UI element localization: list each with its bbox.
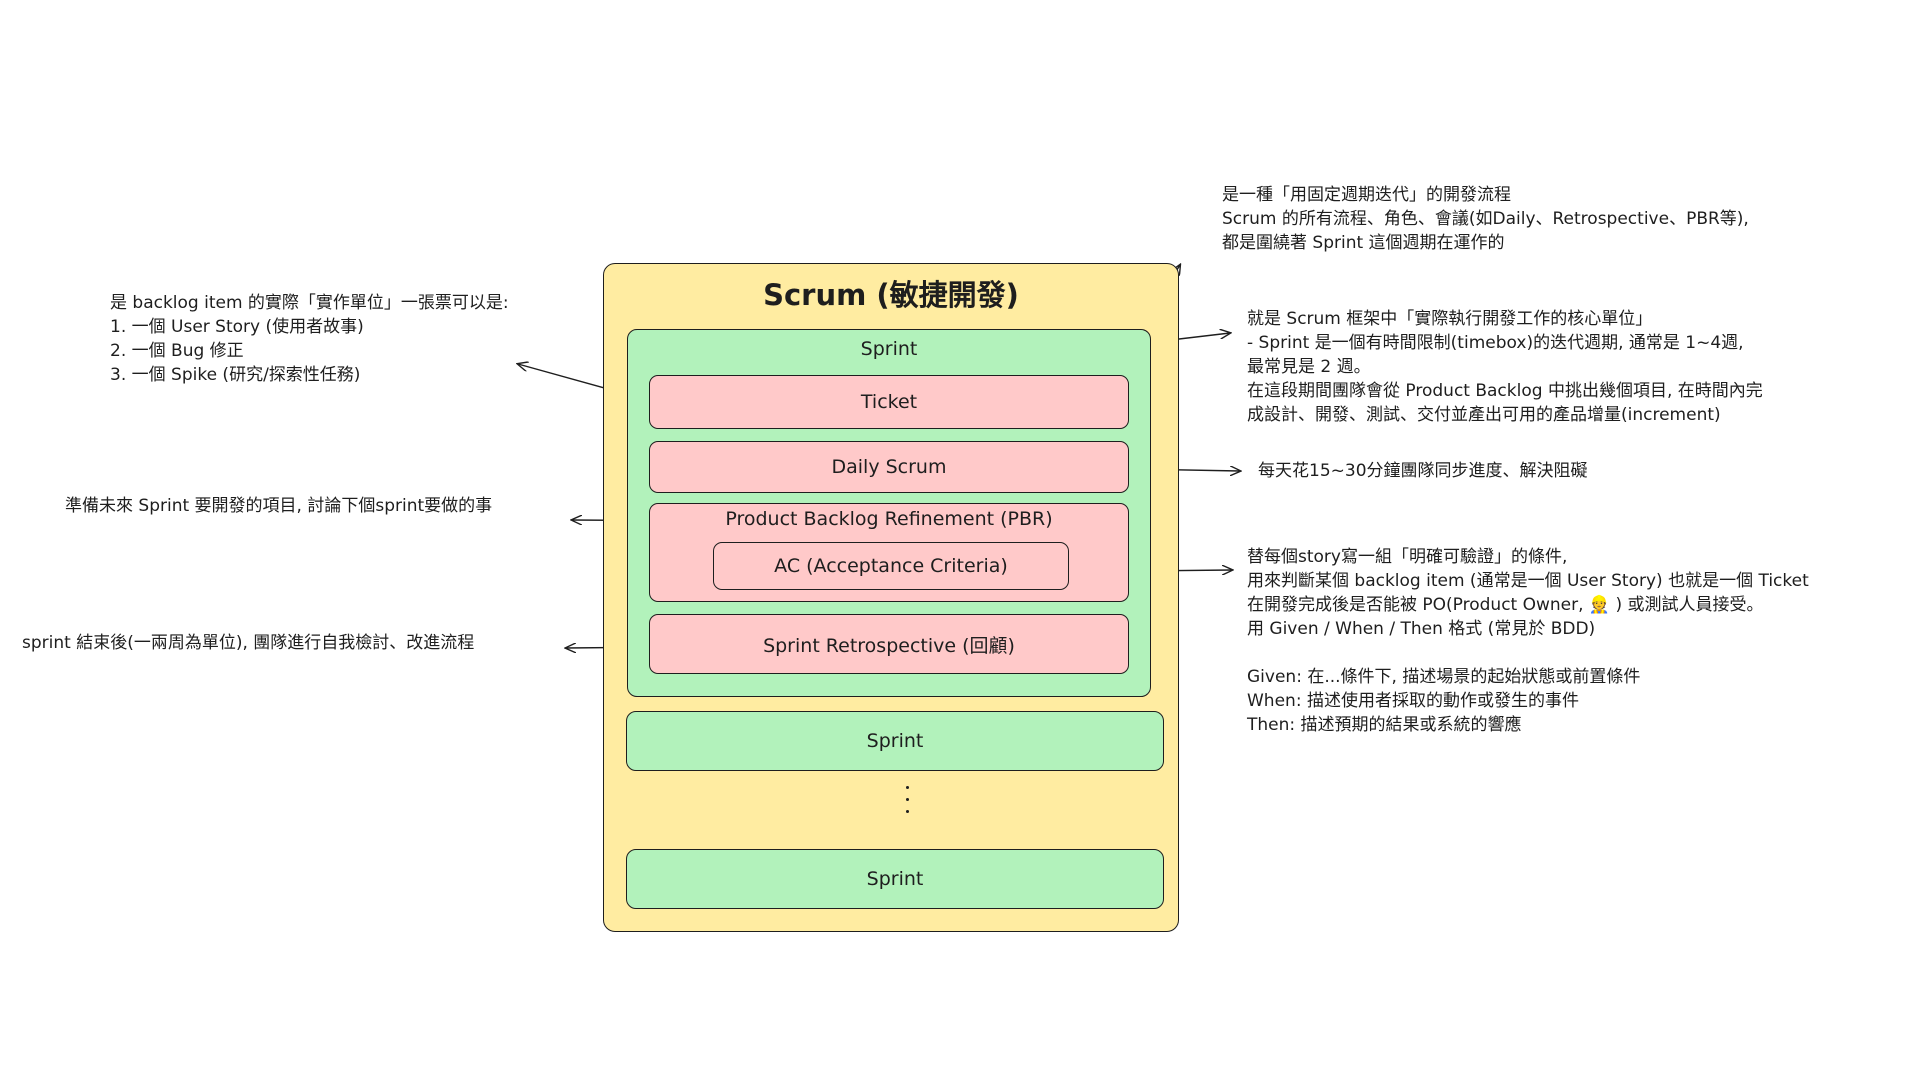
daily-scrum-note: 每天花15~30分鐘團隊同步進度、解決阻礙	[1258, 461, 1588, 481]
ac-note-line: 用 Given / When / Then 格式 (常見於 BDD)	[1247, 619, 1596, 639]
scrum-note-line: Scrum 的所有流程、角色、會議(如Daily、Retrospective、P…	[1222, 209, 1749, 229]
scrum-note: 是一種「用固定週期迭代」的開發流程 Scrum 的所有流程、角色、會議(如Dai…	[1222, 183, 1749, 255]
daily-scrum-box: Daily Scrum	[649, 441, 1129, 493]
ellipsis-dots	[900, 786, 914, 813]
ac-note-line: 用來判斷某個 backlog item (通常是一個 User Story) 也…	[1247, 571, 1809, 591]
ticket-note-line: 2. 一個 Bug 修正	[110, 341, 244, 361]
sprint-second-label: Sprint	[866, 730, 924, 752]
scrum-note-line: 都是圍繞著 Sprint 這個週期在運作的	[1222, 233, 1505, 253]
ac-note-line: 在開發完成後是否能被 PO(Product Owner, 👷 ) 或測試人員接受…	[1247, 595, 1764, 615]
ticket-note-line: 1. 一個 User Story (使用者故事)	[110, 317, 364, 337]
sprint-note-line: 最常見是 2 週。	[1247, 357, 1371, 377]
ac-note-line: Given: 在...條件下, 描述場景的起始狀態或前置條件	[1247, 667, 1641, 687]
dot	[905, 798, 909, 801]
ac-note-line: 替每個story寫一組「明確可驗證」的條件,	[1247, 547, 1568, 567]
ac-box: AC (Acceptance Criteria)	[713, 542, 1069, 590]
sprint-note-line: - Sprint 是一個有時間限制(timebox)的迭代週期, 通常是 1~4…	[1247, 333, 1744, 353]
retrospective-box: Sprint Retrospective (回顧)	[649, 614, 1129, 674]
ac-label: AC (Acceptance Criteria)	[774, 555, 1008, 577]
sprint-note-line: 在這段期間團隊會從 Product Backlog 中挑出幾個項目, 在時間內完	[1247, 381, 1763, 401]
ticket-note-line: 3. 一個 Spike (研究/探索性任務)	[110, 365, 361, 385]
sprint-note-line: 成設計、開發、測試、交付並產出可用的產品增量(increment)	[1247, 405, 1721, 425]
ac-note-line	[1247, 641, 1809, 665]
sprint-main-label: Sprint	[860, 338, 918, 360]
sprint-box-last: Sprint	[626, 849, 1164, 909]
daily-scrum-label: Daily Scrum	[831, 456, 947, 478]
ticket-note: 是 backlog item 的實際「實作單位」一張票可以是: 1. 一個 Us…	[110, 291, 509, 387]
sprint-note-line: 就是 Scrum 框架中「實際執行開發工作的核心單位」	[1247, 309, 1653, 329]
ac-note-line: When: 描述使用者採取的動作或發生的事件	[1247, 691, 1579, 711]
pbr-label: Product Backlog Refinement (PBR)	[725, 508, 1053, 530]
ticket-note-line: 是 backlog item 的實際「實作單位」一張票可以是:	[110, 293, 509, 313]
retrospective-label: Sprint Retrospective (回顧)	[763, 634, 1015, 657]
pbr-note: 準備未來 Sprint 要開發的項目, 討論下個sprint要做的事	[65, 496, 493, 516]
scrum-note-line: 是一種「用固定週期迭代」的開發流程	[1222, 185, 1511, 205]
scrum-title: Scrum (敏捷開發)	[763, 278, 1019, 312]
dot	[905, 810, 909, 813]
sprint-note: 就是 Scrum 框架中「實際執行開發工作的核心單位」 - Sprint 是一個…	[1247, 307, 1763, 427]
ac-note: 替每個story寫一組「明確可驗證」的條件, 用來判斷某個 backlog it…	[1247, 545, 1809, 737]
dot	[905, 786, 909, 789]
sprint-box-second: Sprint	[626, 711, 1164, 771]
ac-note-line: Then: 描述預期的結果或系統的響應	[1247, 715, 1522, 735]
ticket-box: Ticket	[649, 375, 1129, 429]
ticket-label: Ticket	[860, 391, 918, 413]
retrospective-note: sprint 結束後(一兩周為單位), 團隊進行自我檢討、改進流程	[22, 633, 475, 653]
sprint-last-label: Sprint	[866, 868, 924, 890]
